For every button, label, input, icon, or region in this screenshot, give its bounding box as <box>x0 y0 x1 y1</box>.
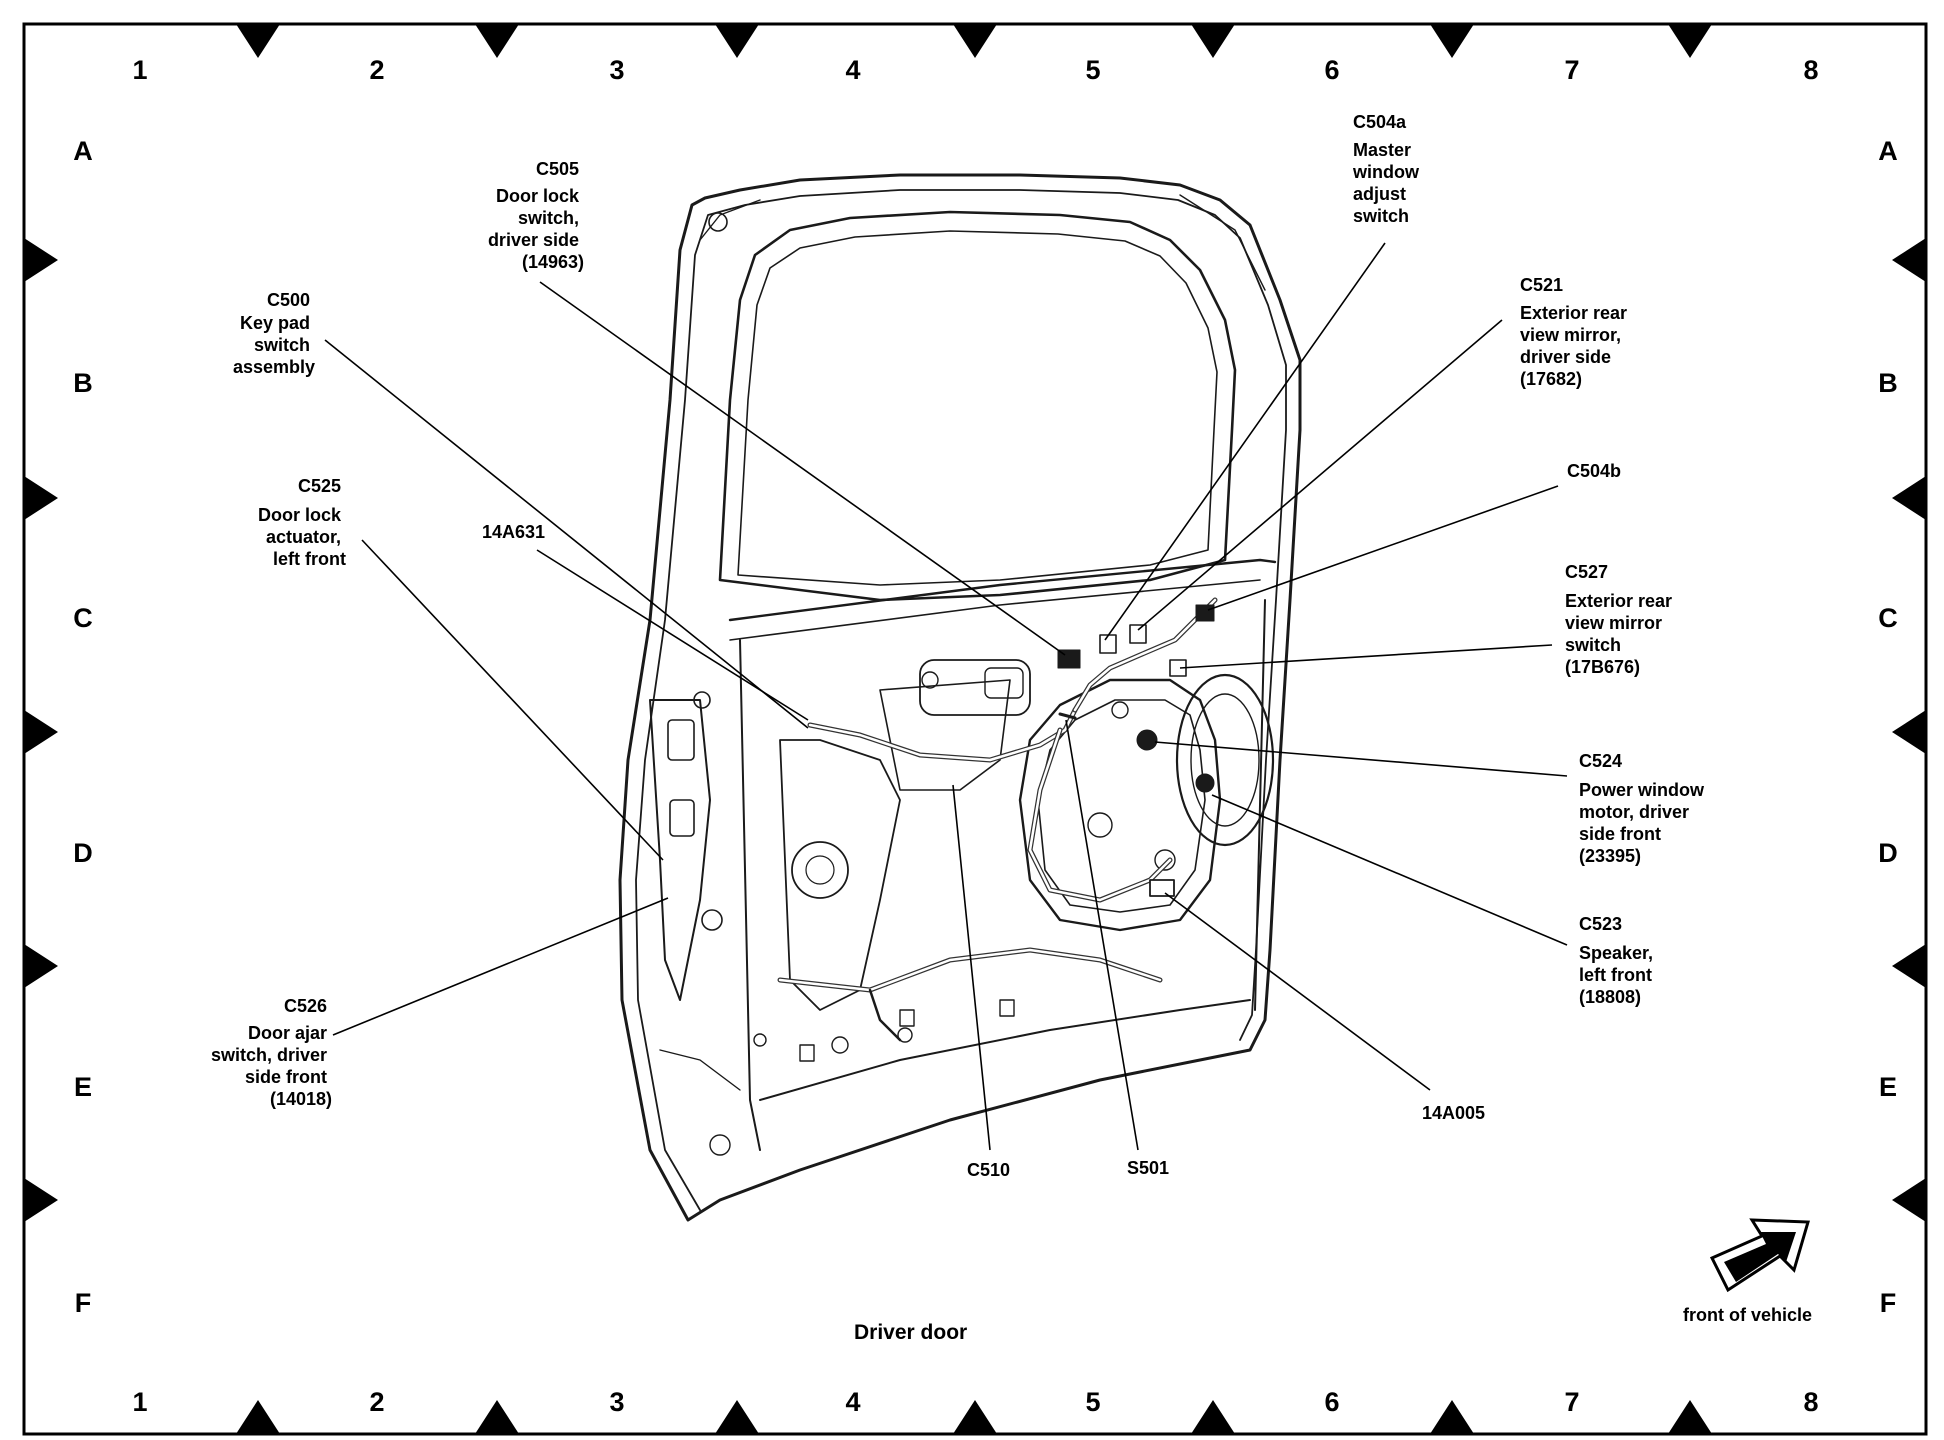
leader-c527 <box>1179 644 1553 669</box>
leader-c505 <box>539 281 1066 656</box>
grid-column-label-bottom: 6 <box>1324 1387 1339 1417</box>
grid-column-label-bottom: 8 <box>1803 1387 1818 1417</box>
leader-c526 <box>332 897 669 1036</box>
grid-tick-left <box>24 944 58 988</box>
leader-c524 <box>1154 741 1568 777</box>
grid-column-label-top: 1 <box>132 55 147 85</box>
grid-tick-right <box>1892 476 1926 520</box>
leader-c504a <box>1104 242 1386 641</box>
grid-column-label-bottom: 1 <box>132 1387 147 1417</box>
callout-14a005: 14A005 <box>1422 1103 1485 1123</box>
arrow-up-right-icon <box>1709 1218 1810 1293</box>
callout-labels: C505 Door lock switch, driver side (1496… <box>211 112 1709 1180</box>
grid-column-label-bottom: 3 <box>609 1387 624 1417</box>
grid-row-label-right: C <box>1878 603 1898 633</box>
grid-tick-left <box>24 1178 58 1222</box>
leader-c525 <box>361 539 664 861</box>
callout-c527: C527 Exterior rear view mirror switch (1… <box>1565 562 1677 677</box>
callout-c525: C525 Door lock actuator, left front <box>258 476 346 569</box>
grid-row-label-left: E <box>74 1072 92 1102</box>
grid-column-label-top: 2 <box>369 55 384 85</box>
leader-c523 <box>1211 794 1568 946</box>
leader-lines <box>324 242 1568 1151</box>
grid-row-label-right: F <box>1880 1288 1897 1318</box>
grid-tick-bottom <box>953 1400 997 1434</box>
callout-c524: C524 Power window motor, driver side fro… <box>1579 751 1709 866</box>
leader-c500 <box>324 339 809 729</box>
grid-tick-bottom <box>715 1400 759 1434</box>
leader-c510 <box>952 784 991 1151</box>
grid-column-label-top: 7 <box>1564 55 1579 85</box>
callout-c523: C523 Speaker, left front (18808) <box>1579 914 1658 1007</box>
callout-c521: C521 Exterior rear view mirror, driver s… <box>1520 275 1632 389</box>
grid-tick-right <box>1892 710 1926 754</box>
driver-door-illustration <box>618 173 1302 1222</box>
leader-c521 <box>1137 319 1503 631</box>
grid-tick-top <box>475 24 519 58</box>
grid-column-label-top: 4 <box>845 55 860 85</box>
leader-c504b <box>1207 485 1559 611</box>
grid-row-label-right: E <box>1879 1072 1897 1102</box>
callout-s501: S501 <box>1127 1158 1169 1178</box>
orientation-label: front of vehicle <box>1683 1305 1812 1325</box>
callout-c500: C500 Key pad switch assembly <box>233 290 315 377</box>
callout-c510: C510 <box>967 1160 1010 1180</box>
grid-column-label-top: 6 <box>1324 55 1339 85</box>
grid-row-label-right: A <box>1878 136 1898 166</box>
grid-tick-top <box>1430 24 1474 58</box>
diagram-frame <box>22 22 1928 1436</box>
grid-row-label-left: B <box>73 368 93 398</box>
grid-column-label-bottom: 7 <box>1564 1387 1579 1417</box>
grid-tick-left <box>24 238 58 282</box>
grid-column-label-top: 5 <box>1085 55 1100 85</box>
callout-c504a: C504a Master window adjust switch <box>1352 112 1424 226</box>
grid-tick-left <box>24 476 58 520</box>
callout-14a631: 14A631 <box>482 522 545 542</box>
grid-tick-bottom <box>1191 1400 1235 1434</box>
grid-column-label-top: 8 <box>1803 55 1818 85</box>
grid-tick-top <box>236 24 280 58</box>
grid-row-label-left: F <box>75 1288 92 1318</box>
grid-row-label-right: B <box>1878 368 1898 398</box>
leader-14a005 <box>1164 892 1431 1091</box>
grid-ticks <box>24 24 1926 1434</box>
grid-tick-right <box>1892 238 1926 282</box>
leader-14a631 <box>536 549 809 721</box>
grid-tick-right <box>1892 1178 1926 1222</box>
grid-row-label-left: D <box>73 838 93 868</box>
grid-row-label-left: A <box>73 136 93 166</box>
grid-tick-bottom <box>236 1400 280 1434</box>
grid-tick-right <box>1892 944 1926 988</box>
grid-column-label-top: 3 <box>609 55 624 85</box>
grid-tick-top <box>1191 24 1235 58</box>
grid-tick-top <box>715 24 759 58</box>
grid-tick-left <box>24 710 58 754</box>
grid-column-label-bottom: 4 <box>845 1387 860 1417</box>
grid-tick-top <box>1668 24 1712 58</box>
leader-s501 <box>1065 719 1139 1151</box>
grid-tick-bottom <box>1430 1400 1474 1434</box>
callout-c505: C505 Door lock switch, driver side (1496… <box>488 159 584 272</box>
diagram-caption: Driver door <box>854 1321 967 1344</box>
grid-tick-bottom <box>1668 1400 1712 1434</box>
grid-row-label-left: C <box>73 603 93 633</box>
callout-c526: C526 Door ajar switch, driver side front… <box>211 996 332 1109</box>
grid-tick-top <box>953 24 997 58</box>
grid-tick-bottom <box>475 1400 519 1434</box>
grid-column-label-bottom: 2 <box>369 1387 384 1417</box>
grid-column-label-bottom: 5 <box>1085 1387 1100 1417</box>
callout-c504b: C504b <box>1567 461 1621 481</box>
grid-row-label-right: D <box>1878 838 1898 868</box>
